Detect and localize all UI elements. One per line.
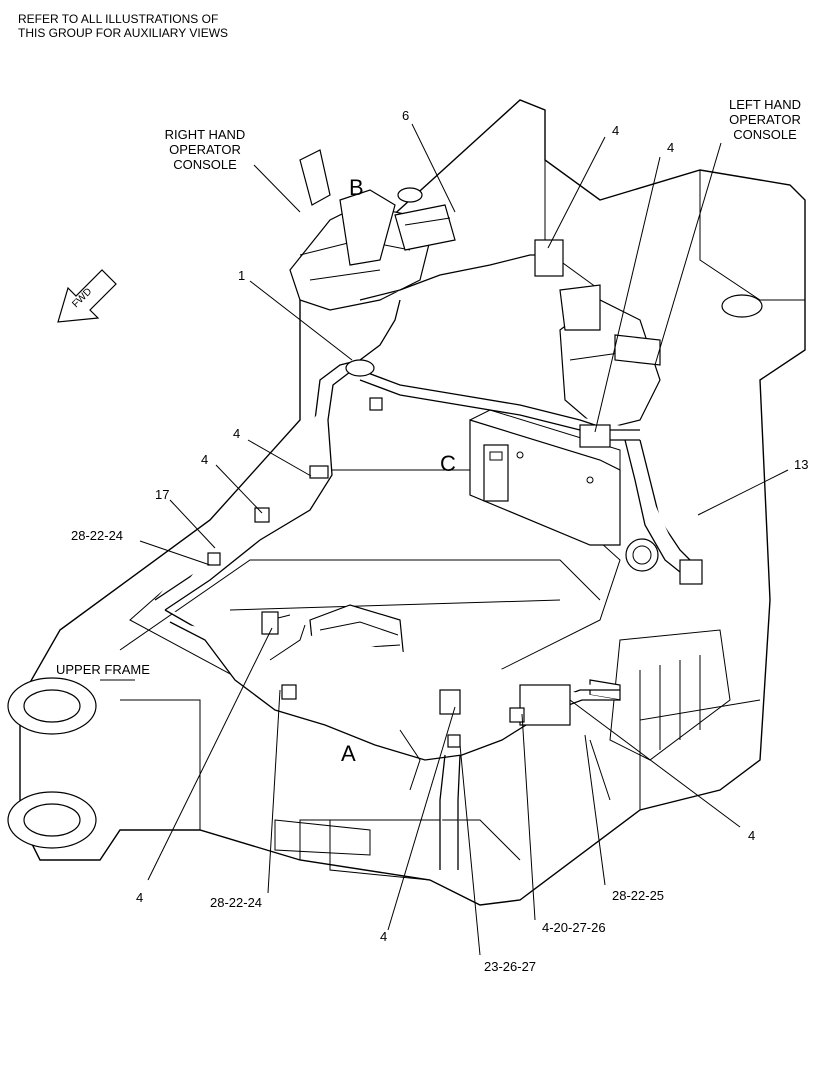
right-hand-console: [289, 149, 456, 311]
callout-left-hand-console: LEFT HAND OPERATOR CONSOLE: [722, 97, 808, 142]
callout-4-left-lower: 4: [201, 452, 209, 467]
fwd-arrow: [57, 269, 117, 323]
left-console-line-1: LEFT HAND: [729, 97, 801, 112]
callout-4-right-bottom: 4: [748, 828, 756, 843]
reference-note-line-2: THIS GROUP FOR AUXILIARY VIEWS: [18, 26, 229, 40]
left-console-line-2: OPERATOR: [729, 112, 801, 127]
callout-4-left-upper: 4: [233, 426, 241, 441]
right-console-line-3: CONSOLE: [173, 157, 237, 172]
callout-4-top-right: 4: [667, 140, 675, 155]
connectors: [207, 239, 703, 748]
reference-note-line-1: REFER TO ALL ILLUSTRATIONS OF: [18, 12, 219, 26]
callout-upper-frame: UPPER FRAME: [56, 662, 150, 677]
callout-17: 17: [155, 487, 170, 502]
frame-boss-right: [397, 187, 763, 318]
callout-23-26-27: 23-26-27: [484, 959, 537, 974]
callout-1: 1: [238, 268, 246, 283]
callout-4-20-27-26: 4-20-27-26: [542, 920, 606, 935]
callout-4-top-mid: 4: [612, 123, 620, 138]
callout-6: 6: [402, 108, 410, 123]
callout-right-hand-console: RIGHT HAND OPERATOR CONSOLE: [160, 127, 250, 172]
left-hand-console: [559, 284, 661, 431]
leader-lines: [100, 123, 789, 956]
valve-bank: [589, 629, 731, 761]
reference-note: REFER TO ALL ILLUSTRATIONS OF THIS GROUP…: [18, 12, 228, 40]
left-console-line-3: CONSOLE: [733, 127, 797, 142]
main-harness: [154, 254, 701, 870]
callout-28-22-24-bottom: 28-22-24: [210, 895, 263, 910]
callout-28-22-24-left: 28-22-24: [71, 528, 124, 543]
right-console-line-1: RIGHT HAND: [164, 127, 246, 142]
callout-13: 13: [794, 457, 809, 472]
frame-boss-upper: [7, 677, 97, 735]
upper-frame-outline: [19, 99, 806, 906]
frame-boss-lower: [7, 791, 97, 849]
callout-28-22-25: 28-22-25: [612, 888, 665, 903]
callout-4-bottom-left: 4: [136, 890, 144, 905]
view-letter-b: B: [349, 175, 364, 200]
callout-4-bottom-mid: 4: [380, 929, 388, 944]
view-letter-a: A: [341, 741, 356, 766]
control-box-c: [469, 409, 621, 546]
view-letter-c: C: [440, 451, 456, 476]
right-console-line-2: OPERATOR: [169, 142, 241, 157]
